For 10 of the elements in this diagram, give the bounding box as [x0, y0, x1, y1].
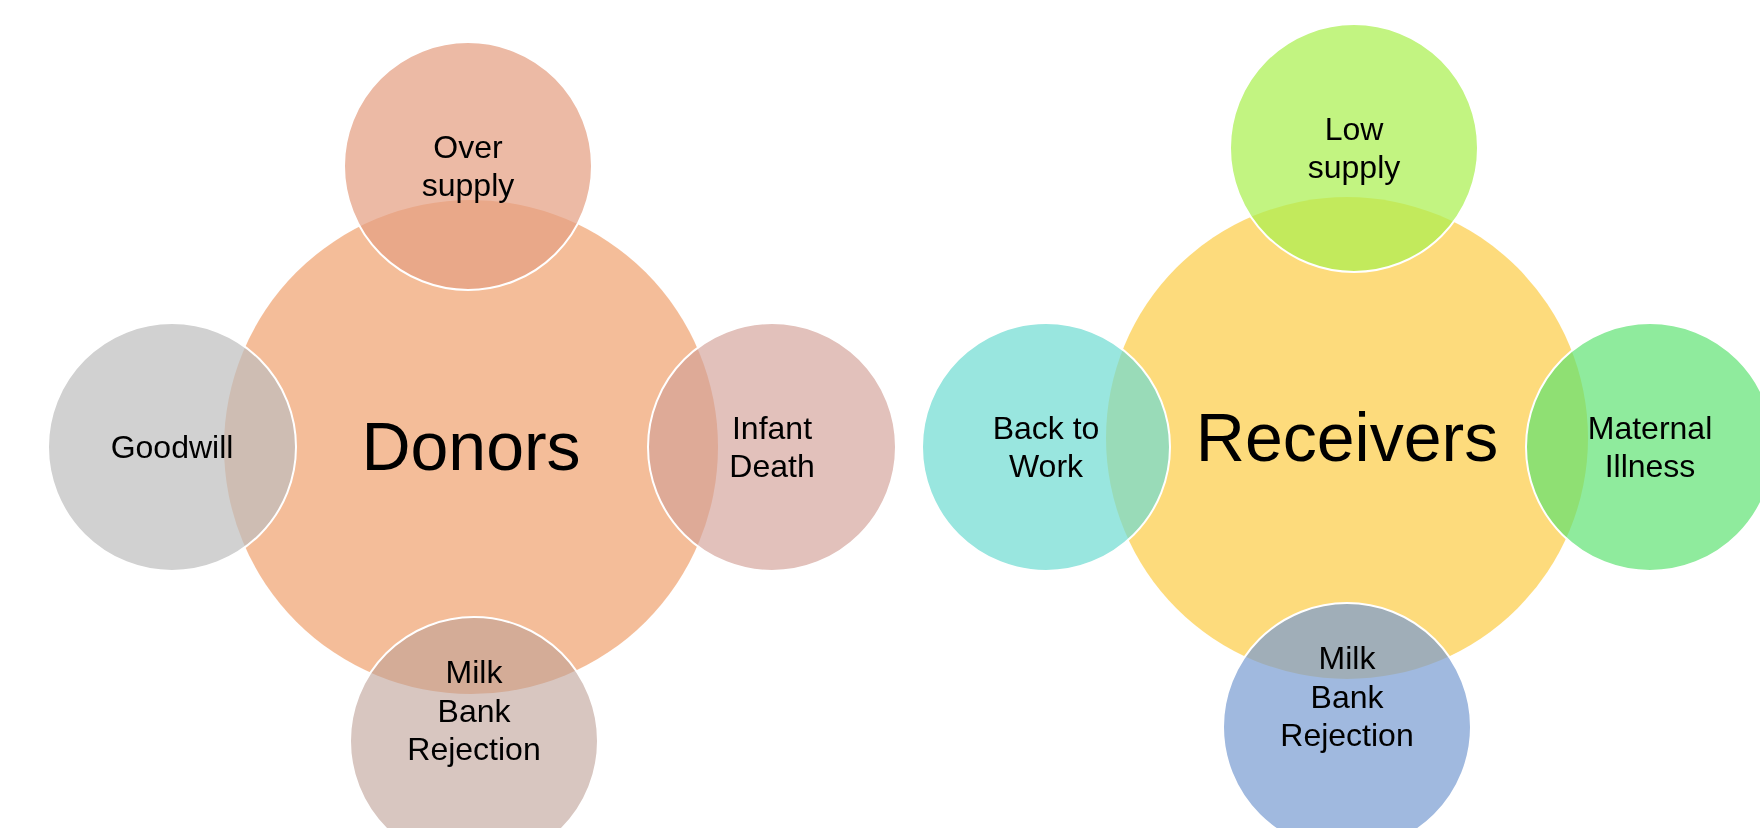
circle-label: Goodwill — [110, 427, 234, 467]
circle-label: Milk Bank Rejection — [1280, 639, 1414, 755]
circle-label: Over supply — [421, 127, 515, 205]
circle-label: Back to Work — [991, 408, 1101, 486]
circle-label: Infant Death — [729, 408, 815, 486]
circle-title: Donors — [361, 407, 581, 487]
circle-title: Receivers — [1195, 398, 1499, 478]
circle-label: Milk Bank Rejection — [407, 653, 541, 769]
circle-label: Maternal Illness — [1587, 408, 1713, 486]
circle-label: Low supply — [1307, 109, 1401, 187]
